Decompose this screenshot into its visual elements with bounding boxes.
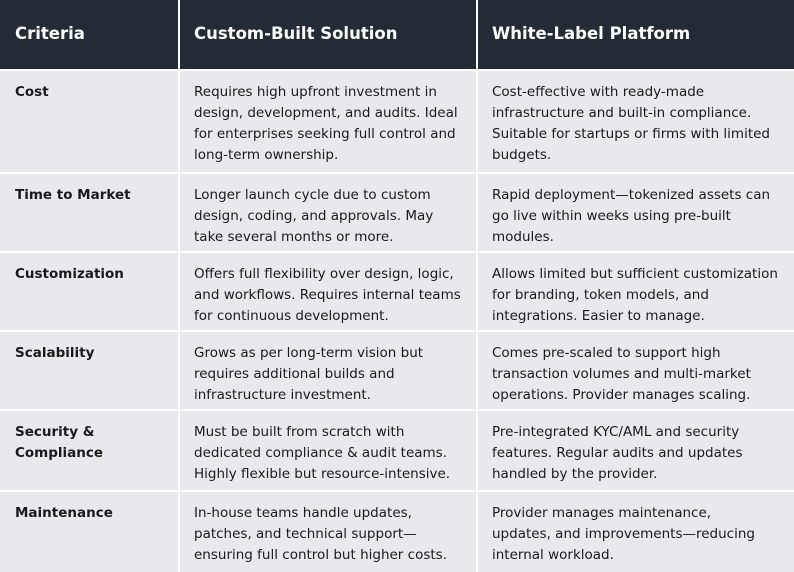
table-row: Maintenance In-house teams handle updates… (0, 492, 794, 572)
cell-text-line: Highly flexible but resource-intensive. (194, 466, 451, 482)
white-label-cell: Provider manages maintenance, updates, an… (478, 492, 794, 572)
cell-text-line: Allows limited but sufficient customizat… (492, 266, 778, 282)
cell-text-line: Offers full flexibility over design, log… (194, 266, 454, 282)
criteria-cell: Time to Market (0, 174, 178, 251)
cell-text-line: Security & (15, 424, 95, 440)
custom-built-cell: Longer launch cycle due to custom design,… (180, 174, 476, 251)
cell-text-line: Must be built from scratch with (194, 424, 405, 440)
cell-text-line: handled by the provider. (492, 466, 658, 482)
cell-text-line: infrastructure investment. (194, 387, 371, 403)
header-custom-built: Custom-Built Solution (180, 0, 476, 69)
cell-text-line: Customization (15, 266, 124, 282)
white-label-cell: Cost-effective with ready-made infrastruc… (478, 71, 794, 172)
cell-text-line: dedicated compliance & audit teams. (194, 445, 447, 461)
cell-text-line: internal workload. (492, 547, 614, 563)
cell-text-line: updates, and improvements—reducing (492, 526, 755, 542)
white-label-cell: Comes pre-scaled to support high transact… (478, 332, 794, 409)
cell-text-line: Maintenance (15, 505, 113, 521)
cell-text-line: modules. (492, 229, 554, 245)
cell-text-line: Requires high upfront investment in (194, 84, 437, 100)
criteria-cell: Scalability (0, 332, 178, 409)
cell-text-line: requires additional builds and (194, 366, 395, 382)
cell-text-line: Suitable for startups or firms with limi… (492, 126, 771, 142)
cell-text-line: Rapid deployment—tokenized assets can (492, 187, 771, 203)
cell-text-line: infrastructure and built-in compliance. (492, 105, 752, 121)
cell-text-line: Cost (15, 84, 49, 100)
cell-text-line: for branding, token models, and (492, 287, 709, 303)
cell-text-line: design, coding, and approvals. May (194, 208, 434, 224)
cell-text-line: transaction volumes and multi-market (492, 366, 751, 382)
cell-text-line: for enterprises seeking full control and (194, 126, 456, 142)
cell-text-line: Pre-integrated KYC/AML and security (492, 424, 740, 440)
table-row: Scalability Grows as per long-term vision… (0, 332, 794, 409)
custom-built-cell: Requires high upfront investment in desig… (180, 71, 476, 172)
cell-text-line: go live within weeks using pre-built (492, 208, 731, 224)
custom-built-cell: Offers full flexibility over design, log… (180, 253, 476, 330)
white-label-cell: Pre-integrated KYC/AML and security featu… (478, 411, 794, 490)
cell-text-line: Grows as per long-term vision but (194, 345, 424, 361)
cell-text-line: for continuous development. (194, 308, 389, 324)
cell-text-line: In-house teams handle updates, (194, 505, 412, 521)
cell-text-line: Comes pre-scaled to support high (492, 345, 721, 361)
cell-text-line: patches, and technical support— (194, 526, 417, 542)
table-row: Customization Offers full flexibility ove… (0, 253, 794, 330)
white-label-cell: Allows limited but sufficient customizat… (478, 253, 794, 330)
cell-text-line: features. Regular audits and updates (492, 445, 743, 461)
cell-text-line: Longer launch cycle due to custom (194, 187, 431, 203)
table-row: Security & Compliance Must be built from s… (0, 411, 794, 490)
cell-text-line: long-term ownership. (194, 147, 339, 163)
cell-text-line: design, development, and audits. Ideal (194, 105, 458, 121)
cell-text-line: take several months or more. (194, 229, 394, 245)
cell-text-line: ensuring full control but higher costs. (194, 547, 447, 563)
criteria-cell: Cost (0, 71, 178, 172)
criteria-cell: Customization (0, 253, 178, 330)
cell-text-line: Provider manages maintenance, (492, 505, 712, 521)
header-white-label: White-Label Platform (478, 0, 794, 69)
table-row: Time to Market Longer launch cycle due to… (0, 174, 794, 251)
cell-text-line: Compliance (15, 445, 104, 461)
cell-text-line: budgets. (492, 147, 552, 163)
cell-text-line: operations. Provider manages scaling. (492, 387, 751, 403)
table-row: Cost Requires high upfront investment in d… (0, 71, 794, 172)
criteria-cell: Security & Compliance (0, 411, 178, 490)
cell-text-line: Scalability (15, 345, 95, 361)
cell-text-line: and workflows. Requires internal teams (194, 287, 461, 303)
header-criteria: Criteria (0, 0, 178, 69)
custom-built-cell: Must be built from scratch with dedicated… (180, 411, 476, 490)
white-label-cell: Rapid deployment—tokenized assets can go … (478, 174, 794, 251)
cell-text-line: Time to Market (15, 187, 131, 203)
custom-built-cell: In-house teams handle updates, patches, a… (180, 492, 476, 572)
cell-text-line: Cost-effective with ready-made (492, 84, 705, 100)
cell-text-line: integrations. Easier to manage. (492, 308, 705, 324)
custom-built-cell: Grows as per long-term vision but require… (180, 332, 476, 409)
criteria-cell: Maintenance (0, 492, 178, 572)
